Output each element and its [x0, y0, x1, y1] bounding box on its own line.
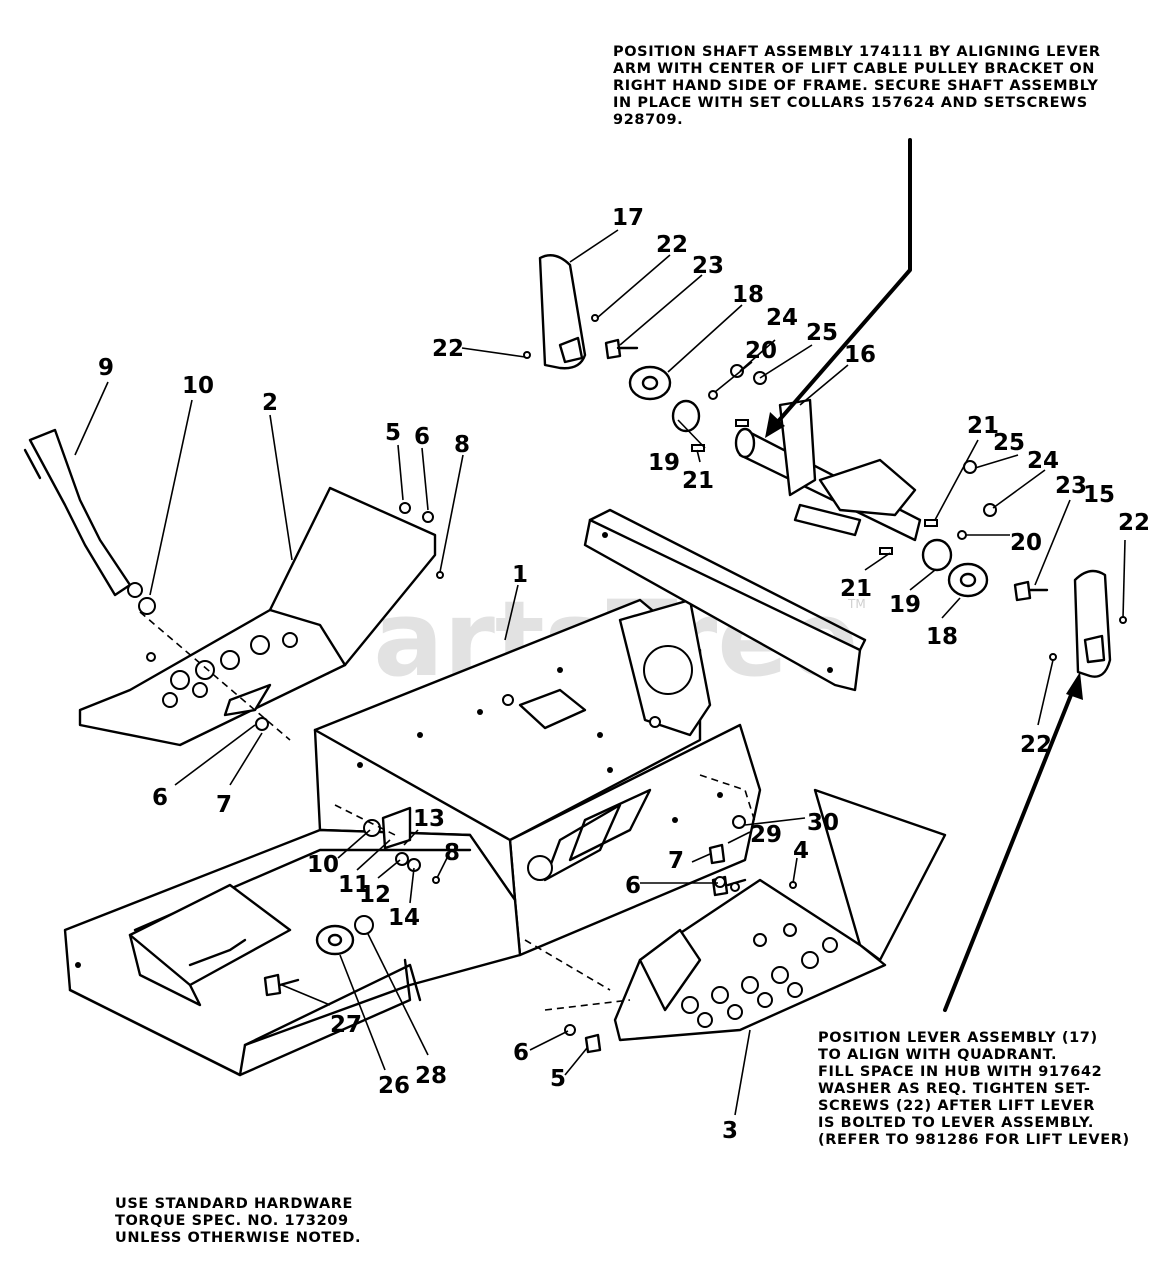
- callout-6: 6: [625, 873, 641, 899]
- callout-6: 6: [513, 1040, 529, 1066]
- callout-29: 29: [750, 822, 782, 848]
- callout-23: 23: [692, 253, 724, 279]
- callout-3: 3: [722, 1118, 738, 1144]
- callout-21: 21: [967, 413, 999, 439]
- main-frame: [63, 598, 762, 1077]
- callout-22: 22: [1020, 732, 1052, 758]
- cross-member: [583, 508, 867, 692]
- callout-28: 28: [415, 1063, 447, 1089]
- callout-21: 21: [840, 576, 872, 602]
- callout-1: 1: [512, 562, 528, 588]
- right-footrest: [613, 788, 947, 1042]
- hardware-parts: [146, 314, 1127, 1054]
- callout-21: 21: [682, 468, 714, 494]
- callout-9: 9: [98, 355, 114, 381]
- callout-7: 7: [216, 792, 232, 818]
- callout-2: 2: [262, 390, 278, 416]
- lever-assembly-17: [538, 254, 587, 370]
- note-line: IN PLACE WITH SET COLLARS 157624 AND SET…: [613, 95, 1088, 111]
- callout-18: 18: [732, 282, 764, 308]
- note-line: UNLESS OTHERWISE NOTED.: [115, 1230, 362, 1246]
- callout-18: 18: [926, 624, 958, 650]
- leader-lines: [74, 229, 1126, 1116]
- callout-16: 16: [844, 342, 876, 368]
- note-line: IS BOLTED TO LEVER ASSEMBLY.: [818, 1115, 1094, 1131]
- callout-25: 25: [993, 430, 1025, 456]
- callout-6: 6: [152, 785, 168, 811]
- callouts: 9 10 2 5 6 8 6 7 1 17 22 23 18 22 20 24 …: [98, 205, 1150, 1144]
- left-lever: [23, 428, 156, 615]
- note-line: TORQUE SPEC. NO. 173209: [115, 1213, 349, 1229]
- callout-10: 10: [182, 373, 214, 399]
- note-line: RIGHT HAND SIDE OF FRAME. SECURE SHAFT A…: [613, 78, 1099, 94]
- callout-24: 24: [1027, 448, 1059, 474]
- callout-15: 15: [1083, 482, 1115, 508]
- shaft-assembly-16: [734, 398, 922, 542]
- callout-19: 19: [889, 592, 921, 618]
- callout-4: 4: [793, 838, 809, 864]
- note-line: 928709.: [613, 112, 684, 128]
- callout-22: 22: [656, 232, 688, 258]
- callout-22: 22: [432, 336, 464, 362]
- callout-27: 27: [330, 1012, 362, 1038]
- callout-12: 12: [359, 882, 391, 908]
- left-footrest: [78, 486, 437, 747]
- callout-8: 8: [444, 840, 460, 866]
- callout-20: 20: [1010, 530, 1042, 556]
- note-line: WASHER AS REQ. TIGHTEN SET-: [818, 1081, 1091, 1097]
- callout-6: 6: [414, 424, 430, 450]
- callout-25: 25: [806, 320, 838, 346]
- callout-24: 24: [766, 305, 798, 331]
- lever-assembly-15: [1073, 569, 1112, 678]
- callout-20: 20: [745, 338, 777, 364]
- note-line: (REFER TO 981286 FOR LIFT LEVER): [818, 1132, 1130, 1148]
- note-line: POSITION SHAFT ASSEMBLY 174111 BY ALIGNI…: [613, 44, 1101, 60]
- note-line: SCREWS (22) AFTER LIFT LEVER: [818, 1098, 1095, 1114]
- callout-22: 22: [1118, 510, 1150, 536]
- note-line: ARM WITH CENTER OF LIFT CABLE PULLEY BRA…: [613, 61, 1096, 77]
- watermark-tm: TM: [847, 597, 866, 611]
- shaft-assembly-note: POSITION SHAFT ASSEMBLY 174111 BY ALIGNI…: [613, 44, 1101, 129]
- callout-13: 13: [413, 806, 445, 832]
- callout-23: 23: [1055, 473, 1087, 499]
- hardware-note: USE STANDARD HARDWARE TORQUE SPEC. NO. 1…: [115, 1196, 361, 1247]
- callout-19: 19: [648, 450, 680, 476]
- callout-7: 7: [668, 848, 684, 874]
- callout-5: 5: [385, 420, 401, 446]
- callout-30: 30: [807, 810, 839, 836]
- lever-assembly-note: POSITION LEVER ASSEMBLY (17) TO ALIGN WI…: [818, 1030, 1130, 1149]
- note-line: USE STANDARD HARDWARE: [115, 1196, 354, 1212]
- callout-14: 14: [388, 905, 420, 931]
- callout-10: 10: [307, 852, 339, 878]
- callout-5: 5: [550, 1066, 566, 1092]
- callout-17: 17: [612, 205, 644, 231]
- callout-8: 8: [454, 432, 470, 458]
- note-line: TO ALIGN WITH QUADRANT.: [818, 1047, 1058, 1063]
- callout-26: 26: [378, 1073, 410, 1099]
- callout-11: 11: [338, 872, 370, 898]
- note-line: FILL SPACE IN HUB WITH 917642: [818, 1064, 1103, 1080]
- note-line: POSITION LEVER ASSEMBLY (17): [818, 1030, 1098, 1046]
